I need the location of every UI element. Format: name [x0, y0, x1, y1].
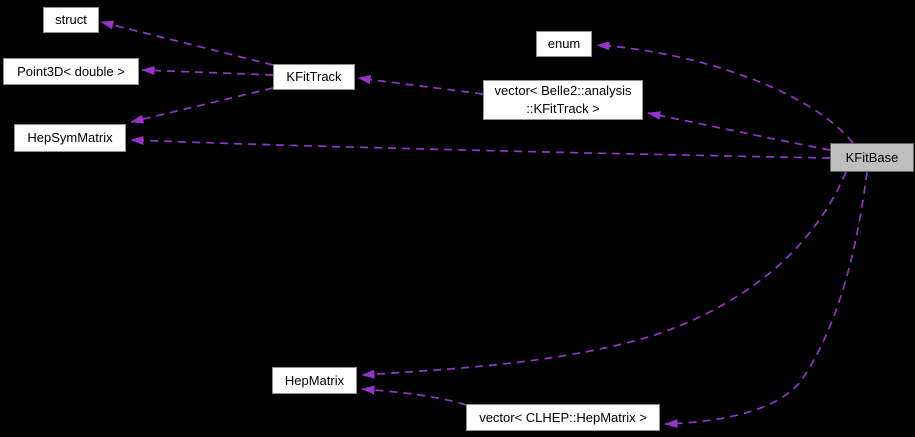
node-label: HepMatrix [284, 372, 345, 388]
node-label: Point3D< double > [17, 63, 125, 79]
edge-kfitbase-enum [596, 41, 854, 144]
node-hepsymmatrix[interactable]: HepSymMatrix [14, 124, 126, 152]
edge-vector-belle2-kfittrack-kfittrack [357, 75, 484, 95]
node-kfitbase: KFitBase [830, 143, 914, 172]
edge-kfitbase-vector-clhep-hepmatrix [664, 171, 868, 429]
node-label: HepSymMatrix [27, 130, 113, 145]
node-label: KFitTrack [286, 69, 342, 84]
edge-kfittrack-struct [100, 20, 274, 66]
node-label: enum [547, 36, 581, 51]
node-hepmatrix[interactable]: HepMatrix [272, 367, 357, 394]
node-struct: struct [43, 7, 99, 33]
node-label: struct [55, 12, 87, 27]
edge-kfittrack-hepsymmatrix [130, 87, 274, 124]
node-vector-clhep-hepmatrix[interactable]: vector< CLHEP::HepMatrix > [466, 404, 660, 431]
node-kfittrack[interactable]: KFitTrack [273, 64, 355, 90]
node-label: vector< Belle2::analysis ::KFitTrack > [494, 83, 632, 116]
edge-kfitbase-hepmatrix [361, 171, 847, 379]
edge-kfittrack-point3d [141, 65, 274, 76]
node-point3d[interactable]: Point3D< double > [3, 58, 139, 85]
node-enum: enum [536, 31, 592, 57]
edge-kfitbase-vector-belle2-kfittrack [647, 111, 831, 151]
node-label: vector< CLHEP::HepMatrix > [479, 409, 647, 425]
node-label: KFitBase [845, 149, 899, 165]
edge-kfitbase-hepsymmatrix [130, 135, 831, 159]
edge-vector-clhep-hepmatrix-hepmatrix [361, 385, 467, 406]
node-vector-belle2-kfittrack[interactable]: vector< Belle2::analysis ::KFitTrack > [483, 80, 643, 120]
